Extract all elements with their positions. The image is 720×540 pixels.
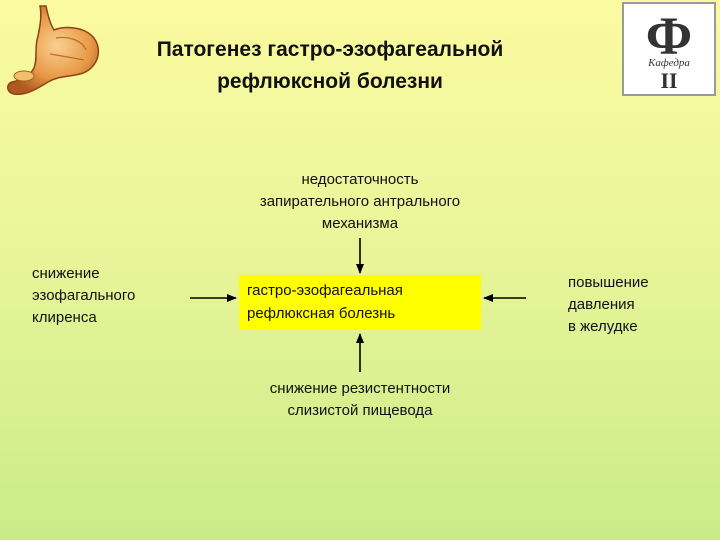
node-gerd-center: гастро-эзофагеальная рефлюксная болезнь — [239, 275, 481, 330]
node-text: повышение — [568, 274, 649, 291]
node-text: клиренса — [32, 309, 97, 326]
logo-letter: Ф — [646, 6, 692, 66]
node-text: недостаточность — [301, 171, 419, 188]
logo-numeral: II — [660, 68, 677, 93]
node-text: механизма — [321, 215, 399, 232]
node-text: слизистой пищевода — [287, 402, 433, 419]
node-text: снижение — [32, 265, 100, 282]
page-title: Патогенез гастро-эзофагеальной рефлюксно… — [110, 34, 550, 98]
node-text: снижение резистентности — [269, 380, 451, 397]
node-gastric-pressure: повышение давления в желудке — [568, 272, 718, 338]
node-text: рефлюксная болезнь — [247, 305, 396, 322]
node-clearance-reduction: снижение эзофагального клиренса — [32, 263, 202, 329]
title-line-2: рефлюксной болезни — [217, 70, 443, 93]
department-logo: Ф Кафедра II — [622, 2, 716, 96]
node-text: давления — [568, 296, 635, 313]
title-line-1: Патогенез гастро-эзофагеальной — [156, 38, 504, 61]
node-text: в желудке — [568, 318, 638, 335]
node-text: гастро-эзофагеальная — [247, 282, 403, 299]
node-text: запирательного антрального — [259, 193, 461, 210]
stomach-icon — [7, 5, 100, 96]
node-text: эзофагального — [32, 287, 136, 304]
node-mucosa-resistance: снижение резистентности слизистой пищево… — [200, 378, 520, 422]
logo-script: Кафедра — [647, 57, 690, 69]
node-antral-insufficiency: недостаточность запирательного антрально… — [200, 169, 520, 235]
